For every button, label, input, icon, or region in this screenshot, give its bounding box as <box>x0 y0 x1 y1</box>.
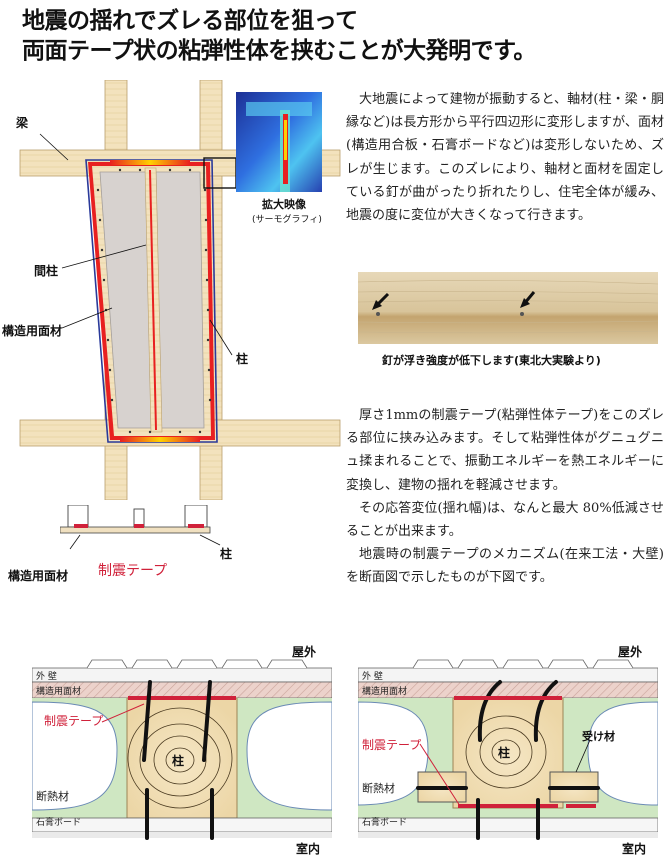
paragraph-2: 厚さ1mmの制震テープ(粘弾性体テープ)をこのズレる部位に挟み込みます。そして粘… <box>346 408 664 493</box>
paragraph-1: 大地震によって建物が振動すると、軸材(柱・梁・胴縁など)は長方形から平行四辺形に… <box>346 92 664 224</box>
right-inside-label: 室内 <box>622 842 647 856</box>
right-gypsum-label: 石膏ボード <box>362 818 408 828</box>
small-section-figure <box>60 505 221 550</box>
left-column-label: 柱 <box>172 754 185 768</box>
page-heading: 地震の揺れでズレる部位を狙って 両面テープ状の粘弾性体を挟むことが大発明です。 <box>22 6 536 66</box>
thermography-image <box>236 92 322 192</box>
right-tape-label: 制震テープ <box>362 738 422 752</box>
right-outer-wall-label: 外 壁 <box>362 672 383 682</box>
right-panel-label: 構造用面材 <box>362 687 408 697</box>
beam-label: 梁 <box>16 116 29 130</box>
panel-label: 構造用面材 <box>2 324 63 338</box>
photo-caption: 釘が浮き強度が低下します(東北大実験より) <box>382 354 601 367</box>
section-diagram-right <box>358 659 658 840</box>
paragraphs-block: 厚さ1mmの制震テープ(粘弾性体テープ)をこのズレる部位に挟み込みます。そして粘… <box>346 404 664 590</box>
left-insulation-label: 断熱材 <box>36 790 69 803</box>
zoom-caption: 拡大映像 <box>262 198 306 211</box>
heading-line-2: 両面テープ状の粘弾性体を挟むことが大発明です。 <box>22 38 536 64</box>
paragraph-4: 地震時の制震テープのメカニズム(在来工法・大壁)を断面図で示したものが下図です。 <box>346 547 664 586</box>
right-support-label: 受け材 <box>582 730 615 743</box>
column-label: 柱 <box>236 352 249 366</box>
small-panel-label: 構造用面材 <box>8 569 69 583</box>
left-tape-label: 制震テープ <box>44 714 104 728</box>
zoom-sub-caption: (サーモグラフィ) <box>252 215 322 225</box>
right-insulation-label: 断熱材 <box>362 782 395 795</box>
zoom-caption-group: 拡大映像 (サーモグラフィ) <box>252 196 322 225</box>
right-column-label: 柱 <box>498 746 511 760</box>
paragraph-3: その応答変位(揺れ幅)は、なんと最大 80%低減させることが出来ます。 <box>346 500 664 540</box>
left-outside-label: 屋外 <box>292 645 317 659</box>
left-outer-wall-label: 外 壁 <box>36 672 57 682</box>
left-inside-label: 室内 <box>296 842 321 856</box>
nail-photo <box>358 272 658 344</box>
small-column-label: 柱 <box>220 547 233 561</box>
left-gypsum-label: 石膏ボード <box>36 818 82 828</box>
wall-frame-figure <box>19 80 341 500</box>
small-tape-label: 制震テープ <box>98 563 168 579</box>
left-panel-label: 構造用面材 <box>36 687 82 697</box>
stud-label: 間柱 <box>34 264 59 278</box>
section-diagram-left <box>32 659 332 840</box>
right-outside-label: 屋外 <box>618 645 643 659</box>
heading-line-1: 地震の揺れでズレる部位を狙って <box>22 8 358 34</box>
